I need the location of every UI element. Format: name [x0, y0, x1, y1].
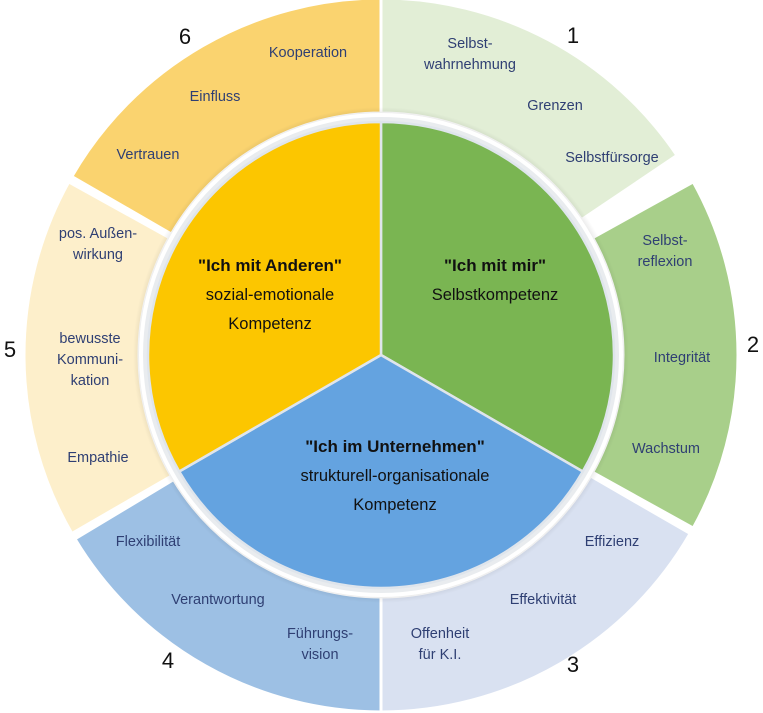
- segment-numbers: 1 2 3 4 5 6: [4, 23, 759, 677]
- segment-3-keyword: Offenheit für K.I.: [411, 626, 470, 663]
- core-segment-self-title: "Ich mit mir": [444, 256, 546, 275]
- keyword-line: Offenheit: [411, 626, 470, 642]
- keyword-line: Einfluss: [190, 89, 241, 105]
- segment-2-keyword: Integrität: [654, 350, 710, 366]
- keyword-line: Empathie: [67, 450, 128, 466]
- core-segment-company-title: "Ich im Unternehmen": [305, 437, 485, 456]
- core-labels: "Ich mit mir" Selbstkompetenz "Ich im Unte…: [198, 256, 558, 514]
- keyword-line: pos. Außen-: [59, 226, 137, 242]
- core-segment-company: [177, 353, 585, 590]
- core-segment-others-subtitle: Kompetenz: [228, 315, 311, 333]
- keyword-line: für K.I.: [419, 647, 462, 663]
- core-segment-others-title: "Ich mit Anderen": [198, 256, 342, 275]
- keyword-line: Selbst-: [642, 233, 687, 249]
- keyword-line: Effizienz: [585, 534, 640, 550]
- segment-6-keyword: Vertrauen: [117, 147, 180, 163]
- segment-1-keyword: Grenzen: [527, 98, 583, 114]
- keyword-line: Integrität: [654, 350, 710, 366]
- segment-2-number: 2: [747, 332, 759, 357]
- core-circle: [146, 120, 616, 590]
- keyword-line: Wachstum: [632, 441, 700, 457]
- segment-6-keyword: Kooperation: [269, 45, 347, 61]
- ring-labels: Selbst-wahrnehmungGrenzenSelbstfürsorgeS…: [57, 36, 710, 663]
- core-segment-others-subtitle: sozial-emotionale: [206, 286, 334, 304]
- keyword-line: vision: [301, 647, 338, 663]
- keyword-line: Selbstfürsorge: [565, 150, 659, 166]
- segment-4-keyword: Verantwortung: [171, 592, 265, 608]
- segment-6-keyword: Einfluss: [190, 89, 241, 105]
- keyword-line: kation: [71, 373, 110, 389]
- core-segment-others: [146, 120, 383, 474]
- segment-3-keyword: Effektivität: [510, 592, 577, 608]
- core-segment-company-subtitle: strukturell-organisationale: [301, 467, 490, 485]
- keyword-line: Grenzen: [527, 98, 583, 114]
- segment-1-keyword: Selbstfürsorge: [565, 150, 659, 166]
- segment-2-keyword: Wachstum: [632, 441, 700, 457]
- segment-5-number: 5: [4, 337, 16, 362]
- keyword-line: Flexibilität: [116, 534, 180, 550]
- segment-1-keyword: Selbst-wahrnehmung: [423, 36, 516, 73]
- segment-6-number: 6: [179, 24, 191, 49]
- segment-4-number: 4: [162, 648, 174, 673]
- segment-3-keyword: Effizienz: [585, 534, 640, 550]
- keyword-line: Kooperation: [269, 45, 347, 61]
- segment-3-number: 3: [567, 652, 579, 677]
- segment-4-keyword: Flexibilität: [116, 534, 180, 550]
- core-segment-self: [379, 120, 616, 474]
- keyword-line: Führungs-: [287, 626, 353, 642]
- keyword-line: wahrnehmung: [423, 57, 516, 73]
- segment-1-number: 1: [567, 23, 579, 48]
- core-segment-company-subtitle: Kompetenz: [353, 496, 436, 514]
- keyword-line: Vertrauen: [117, 147, 180, 163]
- keyword-line: Verantwortung: [171, 592, 265, 608]
- keyword-line: reflexion: [638, 254, 693, 270]
- keyword-line: wirkung: [72, 247, 123, 263]
- segment-2-keyword: Selbst-reflexion: [638, 233, 693, 270]
- core-segment-self-subtitle: Selbstkompetenz: [432, 286, 559, 304]
- segment-5-keyword: Empathie: [67, 450, 128, 466]
- segment-4-keyword: Führungs-vision: [287, 626, 353, 663]
- keyword-line: Effektivität: [510, 592, 577, 608]
- keyword-line: Kommuni-: [57, 352, 123, 368]
- keyword-line: bewusste: [59, 331, 120, 347]
- keyword-line: Selbst-: [447, 36, 492, 52]
- segment-5-keyword: pos. Außen-wirkung: [59, 226, 137, 263]
